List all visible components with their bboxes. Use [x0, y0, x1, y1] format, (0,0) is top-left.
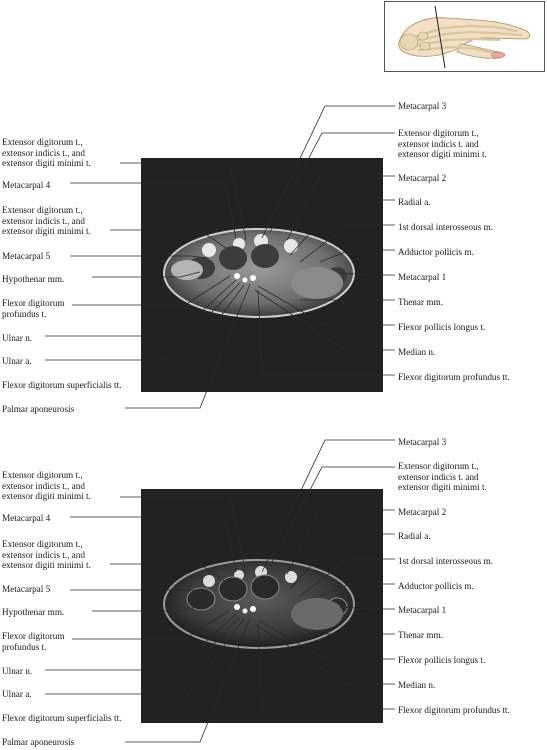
label-extensor-tendons-left-upper: Extensor digitorum t., extensor indicis …	[2, 137, 91, 168]
leader-line	[257, 285, 395, 326]
label-flexor-digitorum-superficialis: Flexor digitorum superficialis tt.	[2, 713, 122, 723]
label-flexor-pollicis-longus: Flexor pollicis longus t.	[398, 655, 486, 665]
label-ulnar-nerve: Ulnar n.	[2, 666, 33, 676]
leader-line	[125, 617, 251, 743]
leader-line	[269, 132, 395, 233]
label-extensor-tendons-left-lower: Extensor digitorum t., extensor indicis …	[2, 539, 91, 570]
label-adductor-pollicis: Adductor pollicis m.	[398, 247, 474, 257]
label-metacarpal-3: Metacarpal 3	[398, 101, 447, 111]
label-thenar-muscles: Thenar mm.	[398, 297, 443, 307]
label-metacarpal-1: Metacarpal 1	[398, 272, 447, 282]
leader-line	[72, 275, 231, 306]
leader-line	[125, 283, 251, 409]
label-palmar-aponeurosis: Palmar aponeurosis	[2, 737, 75, 747]
label-metacarpal-5: Metacarpal 5	[2, 251, 51, 261]
label-hypothenar-muscles: Hypothenar mm.	[2, 274, 65, 284]
leader-line	[339, 606, 395, 610]
leader-line	[72, 609, 231, 640]
leader-line	[289, 199, 395, 256]
label-adductor-pollicis: Adductor pollicis m.	[398, 581, 474, 591]
leader-line	[319, 583, 395, 597]
label-first-dorsal-interosseous: 1st dorsal interosseous m.	[398, 556, 493, 566]
label-first-dorsal-interosseous: 1st dorsal interosseous m.	[398, 222, 493, 232]
label-flexor-digitorum-superficialis: Flexor digitorum superficialis tt.	[2, 380, 122, 390]
leader-line	[155, 284, 245, 385]
label-flexor-digitorum-profundus-left: Flexor digitorum profundus t.	[2, 631, 65, 652]
label-ulnar-nerve: Ulnar n.	[2, 333, 33, 343]
leader-line	[269, 466, 395, 567]
leader-line	[299, 558, 395, 597]
leader-line	[261, 439, 395, 573]
leader-line	[92, 605, 201, 612]
label-radial-artery: Radial a.	[398, 531, 431, 541]
leader-line	[120, 496, 247, 575]
leader-line	[257, 289, 395, 376]
inset-hand-illustration	[384, 1, 545, 72]
leader-line	[299, 224, 395, 263]
label-extensor-tendons-left-upper: Extensor digitorum t., extensor indicis …	[2, 470, 91, 501]
leader-line	[261, 105, 395, 239]
leader-line	[155, 618, 245, 719]
leader-line	[257, 623, 395, 710]
leader-line	[70, 255, 209, 259]
leader-line	[45, 279, 237, 337]
leader-line	[110, 563, 227, 583]
label-metacarpal-5: Metacarpal 5	[2, 584, 51, 594]
label-hypothenar-muscles: Hypothenar mm.	[2, 607, 65, 617]
label-extensor-tendons-right: Extensor digitorum t., extensor indicis …	[398, 128, 487, 159]
label-radial-artery: Radial a.	[398, 197, 431, 207]
mri-scan-top	[141, 158, 383, 392]
label-median-nerve: Median n.	[398, 680, 436, 690]
label-metacarpal-4: Metacarpal 4	[2, 513, 51, 523]
label-metacarpal-4: Metacarpal 4	[2, 180, 51, 190]
leader-line	[45, 613, 237, 671]
leader-line	[286, 175, 395, 241]
leader-line	[120, 162, 247, 241]
label-flexor-pollicis-longus: Flexor pollicis longus t.	[398, 322, 486, 332]
leader-line	[92, 271, 201, 278]
label-metacarpal-2: Metacarpal 2	[398, 173, 447, 183]
label-flexor-digitorum-profundus-right: Flexor digitorum profundus tt.	[398, 705, 510, 715]
leader-line	[70, 589, 209, 593]
label-metacarpal-3: Metacarpal 3	[398, 437, 447, 447]
mri-scan-bottom	[141, 489, 383, 723]
leader-line	[339, 272, 395, 276]
label-ulnar-artery: Ulnar a.	[2, 356, 32, 366]
leader-line	[289, 533, 395, 590]
label-metacarpal-2: Metacarpal 2	[398, 507, 447, 517]
label-extensor-tendons-left-lower: Extensor digitorum t., extensor indicis …	[2, 205, 91, 236]
leader-line	[110, 229, 227, 249]
label-palmar-aponeurosis: Palmar aponeurosis	[2, 404, 75, 414]
leader-line	[70, 182, 237, 239]
label-metacarpal-1: Metacarpal 1	[398, 605, 447, 615]
leader-line	[257, 619, 395, 660]
hand-skeleton-icon	[398, 5, 530, 69]
label-thenar-muscles: Thenar mm.	[398, 630, 443, 640]
leader-line	[286, 509, 395, 575]
leader-line	[45, 282, 241, 361]
leader-line	[254, 623, 395, 685]
leader-line	[45, 616, 241, 695]
leader-line	[319, 249, 395, 263]
label-flexor-digitorum-profundus-right: Flexor digitorum profundus tt.	[398, 372, 510, 382]
label-extensor-tendons-right: Extensor digitorum t., extensor indicis …	[398, 461, 487, 492]
leader-line	[254, 289, 395, 351]
leader-line	[70, 516, 237, 573]
label-flexor-digitorum-profundus-left: Flexor digitorum profundus t.	[2, 298, 65, 319]
label-median-nerve: Median n.	[398, 347, 436, 357]
label-ulnar-artery: Ulnar a.	[2, 689, 32, 699]
